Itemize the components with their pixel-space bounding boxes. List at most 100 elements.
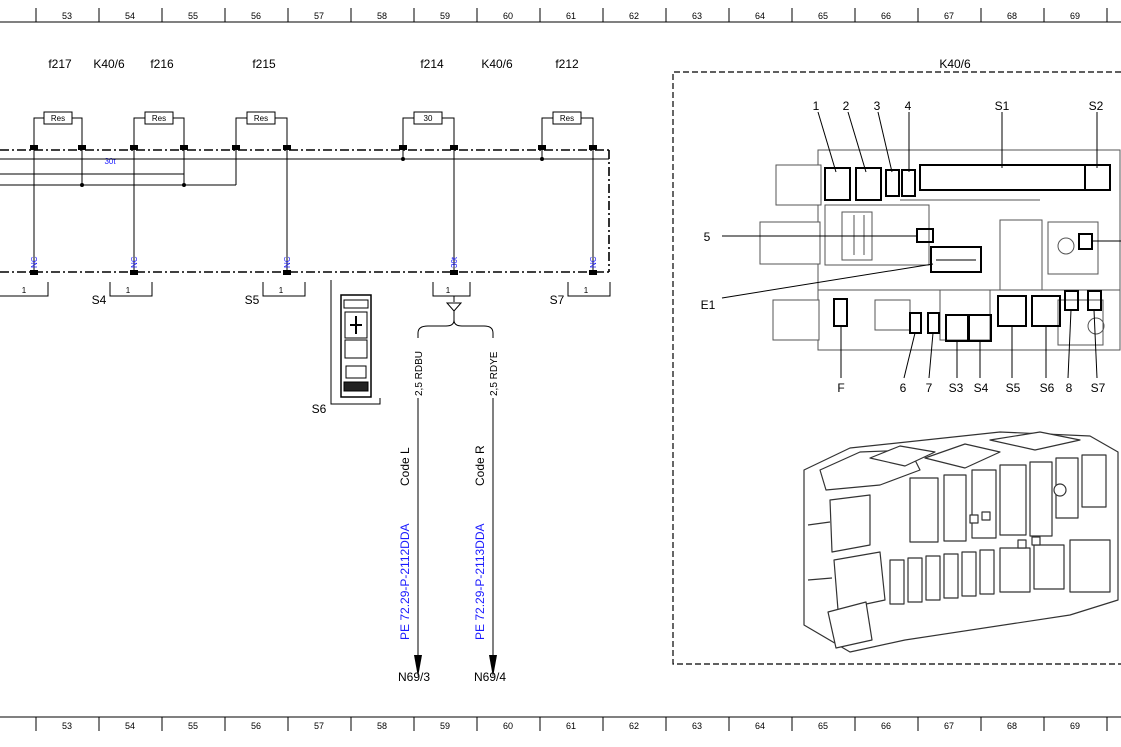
pin-tag: NC <box>30 256 39 268</box>
wire-code-l: Code L <box>398 447 412 486</box>
internal-wiring <box>0 148 609 272</box>
fuse-f212: Res <box>541 111 594 148</box>
fuse-label-f217: f217 <box>48 57 72 71</box>
fuse-rating: Res <box>254 114 268 123</box>
ruler-bottom-58: 58 <box>377 721 387 731</box>
ruler-bottom-60: 60 <box>503 721 513 731</box>
locator-label-s3: S3 <box>949 381 964 395</box>
fuse-rating: Res <box>51 114 65 123</box>
locator-label-s7: S7 <box>1091 381 1106 395</box>
ruler-bottom-53: 53 <box>62 721 72 731</box>
connector-label-s5: S5 <box>245 293 260 307</box>
locator-label-7: 7 <box>926 381 933 395</box>
bus-label: 30t <box>104 157 116 166</box>
ruler-top-65: 65 <box>818 11 828 21</box>
locator-label-4: 4 <box>905 99 912 113</box>
relay-s6 <box>330 280 381 405</box>
locator-label-e1: E1 <box>701 298 716 312</box>
leader-lines <box>721 111 1121 379</box>
wire-ref-link-2113[interactable]: PE 72.29-P-2113DDA <box>473 523 487 640</box>
wire-spec-rdye: 2,5 RDYE <box>489 351 500 396</box>
fuse-box-highlights <box>824 164 1111 342</box>
ruler-bottom-56: 56 <box>251 721 261 731</box>
fuse-label-f215: f215 <box>252 57 276 71</box>
output-fork <box>417 296 494 655</box>
pin-number: 1 <box>279 286 284 295</box>
locator-title: K40/6 <box>939 57 971 71</box>
ruler-top-57: 57 <box>314 11 324 21</box>
module-label-k40-6: K40/6 <box>93 57 125 71</box>
ruler-top-58: 58 <box>377 11 387 21</box>
locator-label-s4: S4 <box>974 381 989 395</box>
ruler-bottom-55: 55 <box>188 721 198 731</box>
ruler-bottom-54: 54 <box>125 721 135 731</box>
locator-label-2: 2 <box>843 99 850 113</box>
ruler-bottom-68: 68 <box>1007 721 1017 731</box>
arrow-to-n69-4 <box>489 655 497 677</box>
ruler-top-60: 60 <box>503 11 513 21</box>
ruler-bottom-67: 67 <box>944 721 954 731</box>
fuse-rating: Res <box>152 114 166 123</box>
ruler-top-59: 59 <box>440 11 450 21</box>
connector-brackets <box>0 282 611 297</box>
pin-number: 1 <box>22 286 27 295</box>
fuse-f217: Res <box>33 111 83 148</box>
ruler-bottom-64: 64 <box>755 721 765 731</box>
junction-dots <box>80 157 544 187</box>
wire-spec-rdbu: 2,5 RDBU <box>414 351 425 396</box>
ruler-bottom-66: 66 <box>881 721 891 731</box>
locator-label-5: 5 <box>704 230 711 244</box>
fuse-f215: Res <box>235 111 288 148</box>
ruler-top-55: 55 <box>188 11 198 21</box>
pin-tag: NC <box>589 256 598 268</box>
ruler-top-68: 68 <box>1007 11 1017 21</box>
ruler-top-56: 56 <box>251 11 261 21</box>
connector-label-s4: S4 <box>92 293 107 307</box>
locator-label-1: 1 <box>813 99 820 113</box>
ruler-top-53: 53 <box>62 11 72 21</box>
top-ruler: 53 54 55 56 57 58 59 60 61 62 63 64 65 6… <box>0 8 1121 23</box>
wire-ref-link-2112[interactable]: PE 72.29-P-2112DDA <box>398 523 412 640</box>
fuse-f214: 30 <box>402 111 455 148</box>
locator-label-3: 3 <box>874 99 881 113</box>
pin-tag: NC <box>283 256 292 268</box>
ruler-bottom-57: 57 <box>314 721 324 731</box>
ruler-bottom-65: 65 <box>818 721 828 731</box>
fuse-f216: Res <box>133 111 185 148</box>
wire-code-r: Code R <box>473 445 487 486</box>
ruler-top-69: 69 <box>1070 11 1080 21</box>
module-label-k40-6: K40/6 <box>481 57 513 71</box>
relay-label-s6: S6 <box>312 402 327 416</box>
pin-number: 1 <box>446 286 451 295</box>
module-boundary <box>0 149 610 273</box>
ruler-top-64: 64 <box>755 11 765 21</box>
arrow-to-n69-3 <box>414 655 422 677</box>
target-n69-3: N69/3 <box>398 670 430 684</box>
connector-label-s7: S7 <box>550 293 565 307</box>
ruler-bottom-59: 59 <box>440 721 450 731</box>
fuse-rating: 30 <box>424 114 433 123</box>
bottom-ruler: 53 54 55 56 57 58 59 60 61 62 63 64 65 6… <box>0 716 1121 731</box>
ruler-top-63: 63 <box>692 11 702 21</box>
ruler-bottom-63: 63 <box>692 721 702 731</box>
terminal-blocks <box>30 145 597 275</box>
ruler-bottom-69: 69 <box>1070 721 1080 731</box>
pin-number: 1 <box>126 286 131 295</box>
fuse-label-f216: f216 <box>150 57 174 71</box>
fuse-rating: Res <box>560 114 574 123</box>
locator-panel: K40/6 <box>672 57 1121 665</box>
ruler-top-54: 54 <box>125 11 135 21</box>
locator-label-s1: S1 <box>995 99 1010 113</box>
locator-label-s6: S6 <box>1040 381 1055 395</box>
locator-label-f: F <box>837 381 844 395</box>
locator-label-s5: S5 <box>1006 381 1021 395</box>
pin-tag: NC <box>130 256 139 268</box>
locator-label-6: 6 <box>900 381 907 395</box>
ruler-bottom-62: 62 <box>629 721 639 731</box>
fuse-label-f214: f214 <box>420 57 444 71</box>
ruler-top-66: 66 <box>881 11 891 21</box>
ruler-top-62: 62 <box>629 11 639 21</box>
target-n69-4: N69/4 <box>474 670 506 684</box>
locator-label-s2: S2 <box>1089 99 1104 113</box>
